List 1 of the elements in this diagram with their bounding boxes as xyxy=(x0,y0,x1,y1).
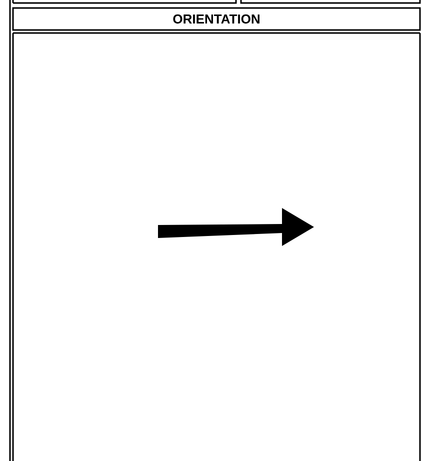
header-cell: ORIENTATION xyxy=(12,7,421,31)
